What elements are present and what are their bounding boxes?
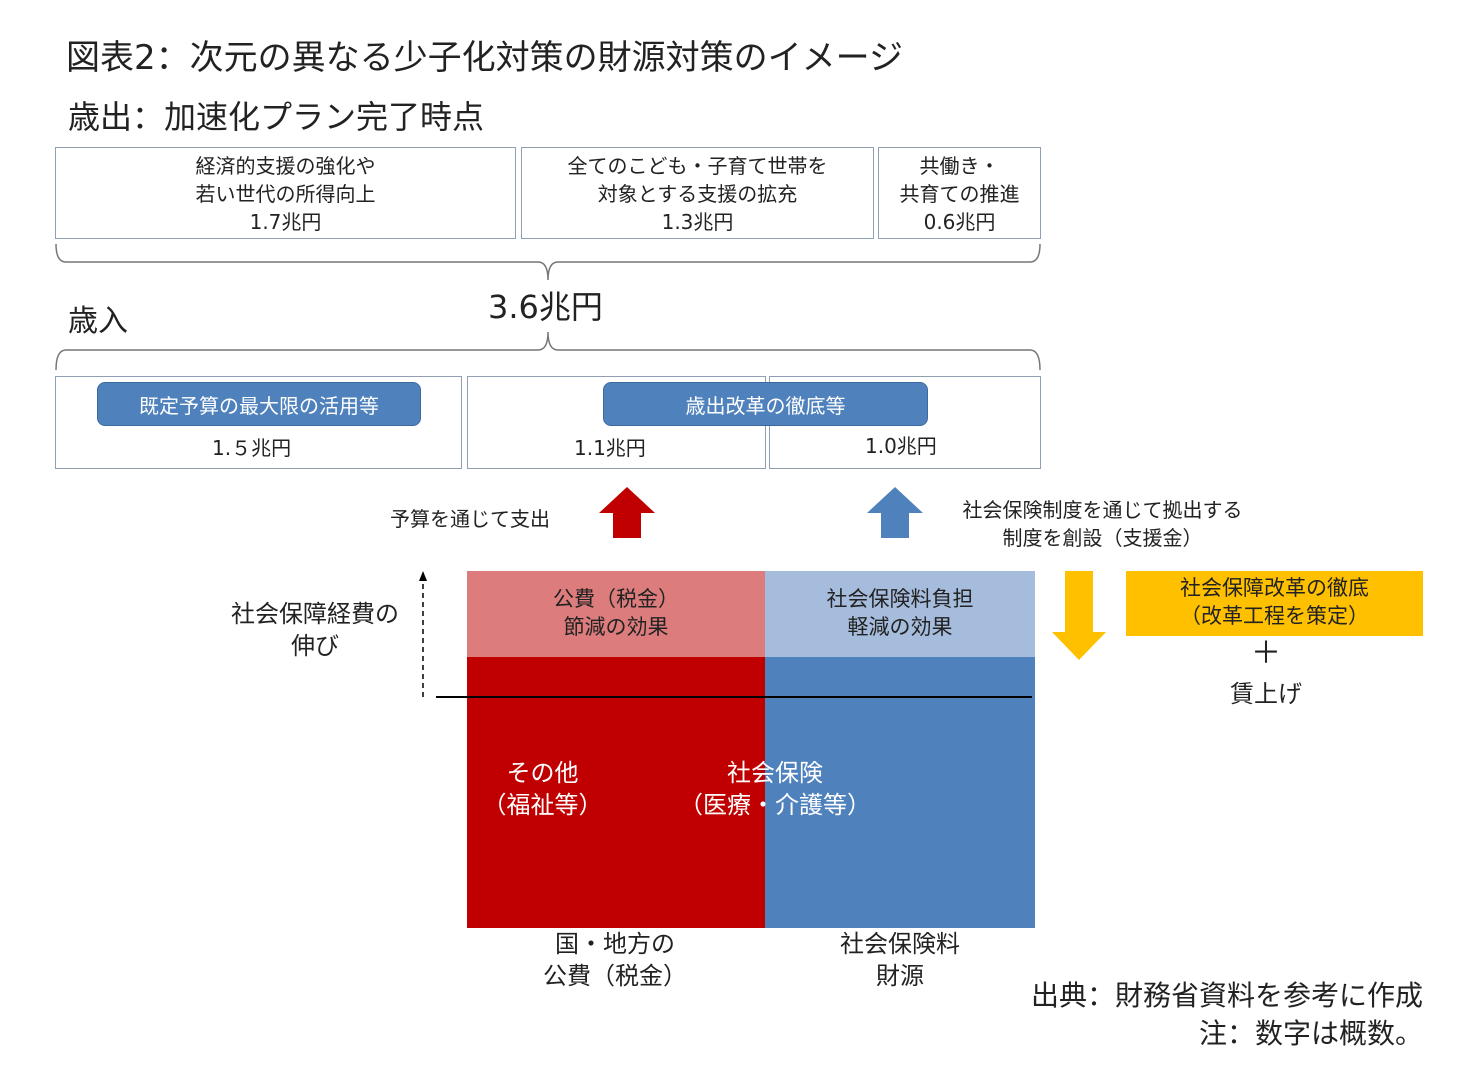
item-text: 経済的支援の強化や bbox=[195, 154, 376, 178]
label-line: 社会保険料 bbox=[840, 930, 960, 958]
blue-up-arrow bbox=[867, 487, 923, 538]
footnote: 注：数字は概数。 bbox=[1198, 1017, 1423, 1050]
box-text: 社会保障改革の徹底 bbox=[1180, 576, 1369, 600]
expenditure-label: 歳出：加速化プラン完了時点 bbox=[68, 98, 485, 136]
item-text: 共育ての推進 bbox=[899, 182, 1020, 206]
revenue-amount: 1.0兆円 bbox=[865, 434, 937, 458]
red-arrow-label: 予算を通じて支出 bbox=[390, 507, 550, 531]
premium-funded-block bbox=[765, 657, 1035, 928]
label-line: 公費（税金） bbox=[543, 962, 687, 990]
social-insurance-label: 社会保険 （医療・介護等） bbox=[675, 757, 875, 821]
label-line: 制度を創設（支援金） bbox=[1002, 526, 1203, 550]
revenue-label: 歳入 bbox=[68, 304, 128, 339]
box-text: （改革工程を策定） bbox=[1180, 604, 1369, 628]
yellow-down-arrow bbox=[1052, 571, 1106, 660]
source-note: 出典：財務省資料を参考に作成 bbox=[1030, 979, 1423, 1012]
plus-sign: ＋ bbox=[1251, 636, 1281, 671]
other-welfare-label: その他 （福祉等） bbox=[480, 757, 605, 821]
block-text: 公費（税金） bbox=[553, 587, 679, 611]
expenditure-reform-pill: 歳出改革の徹底等 bbox=[603, 382, 928, 426]
tax-saving-block: 公費（税金） 節減の効果 bbox=[467, 571, 765, 657]
revenue-amount: 1.５兆円 bbox=[212, 436, 292, 460]
revenue-amount: 1.1兆円 bbox=[574, 436, 646, 460]
label-line: 社会保険制度を通じて拠出する bbox=[962, 498, 1243, 522]
top-brace bbox=[55, 243, 1041, 281]
block-text: 社会保険 bbox=[727, 759, 823, 787]
item-text: 共働き・ bbox=[919, 154, 1000, 178]
reform-box: 社会保障改革の徹底 （改革工程を策定） bbox=[1126, 571, 1423, 636]
label-line: 伸び bbox=[291, 632, 339, 660]
label-line: 社会保障経費の bbox=[231, 600, 399, 628]
item-text: 対象とする支援の拡充 bbox=[597, 182, 798, 206]
bottom-brace bbox=[55, 331, 1041, 371]
tax-funded-block bbox=[467, 657, 765, 928]
block-text: 軽減の効果 bbox=[847, 615, 953, 639]
item-amount: 0.6兆円 bbox=[923, 210, 996, 234]
expenditure-item: 全てのこども・子育て世帯を 対象とする支援の拡充 1.3兆円 bbox=[521, 147, 874, 239]
growth-label: 社会保障経費の 伸び bbox=[215, 598, 415, 662]
premium-reduction-block: 社会保険料負担 軽減の効果 bbox=[765, 571, 1035, 657]
item-amount: 1.7兆円 bbox=[249, 210, 322, 234]
wage-increase-label: 賃上げ bbox=[1230, 680, 1302, 708]
item-text: 全てのこども・子育て世帯を bbox=[567, 154, 828, 178]
label-line: 国・地方の bbox=[555, 930, 675, 958]
item-amount: 1.3兆円 bbox=[661, 210, 734, 234]
block-text: 社会保険料負担 bbox=[826, 587, 974, 611]
red-up-arrow bbox=[599, 487, 655, 538]
block-text: （福祉等） bbox=[482, 791, 603, 819]
label-line: 財源 bbox=[876, 962, 924, 990]
block-text: その他 bbox=[506, 759, 579, 787]
premium-source-label: 社会保険料 財源 bbox=[800, 928, 1000, 992]
item-text: 若い世代の所得向上 bbox=[195, 182, 376, 206]
block-text: （医療・介護等） bbox=[679, 791, 871, 819]
baseline bbox=[436, 696, 1032, 698]
existing-budget-pill: 既定予算の最大限の活用等 bbox=[97, 382, 421, 426]
block-text: 節減の効果 bbox=[563, 615, 669, 639]
blue-arrow-label: 社会保険制度を通じて拠出する 制度を創設（支援金） bbox=[930, 496, 1275, 552]
total-amount: 3.6兆円 bbox=[488, 288, 603, 326]
expenditure-item: 共働き・ 共育ての推進 0.6兆円 bbox=[878, 147, 1041, 239]
expenditure-item: 経済的支援の強化や 若い世代の所得向上 1.7兆円 bbox=[55, 147, 516, 239]
title: 図表2：次元の異なる少子化対策の財源対策のイメージ bbox=[66, 38, 903, 78]
tax-source-label: 国・地方の 公費（税金） bbox=[515, 928, 715, 992]
